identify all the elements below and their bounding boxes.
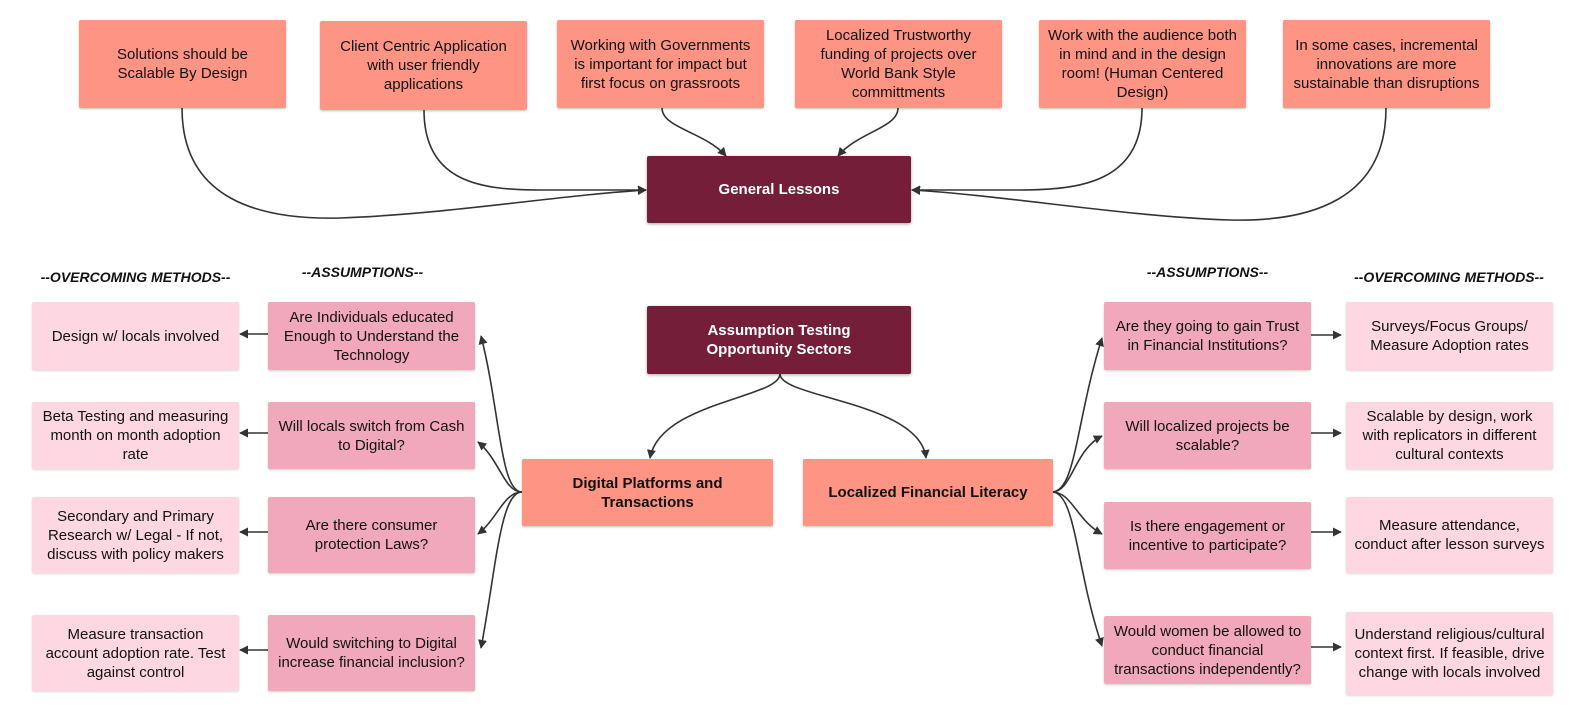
left-method-text-1: Design w/ locals involved xyxy=(51,327,220,345)
connector-left-a4 xyxy=(478,491,523,649)
left-method-4[interactable]: Measure transaction account adoption rat… xyxy=(32,615,239,691)
sector-digital-platforms-title: Digital Platforms and Transactions xyxy=(572,474,723,511)
connector-lesson-2 xyxy=(423,109,647,195)
connector-lesson-6 xyxy=(911,107,1387,221)
right-method-4[interactable]: Understand religious/cultural context fi… xyxy=(1346,612,1553,695)
right-method-3[interactable]: Measure attendance, conduct after lesson… xyxy=(1346,497,1553,573)
lesson-text-6: In some cases, incremental innovations a… xyxy=(1293,36,1480,92)
connector-left-a2 xyxy=(477,441,523,493)
connector-left-a1 xyxy=(478,335,523,493)
connector-to-left-sector xyxy=(647,373,781,459)
right-method-text-1: Surveys/Focus Groups/ Measure Adoption r… xyxy=(1370,318,1529,354)
lesson-text-2: Client Centric Application with user fri… xyxy=(340,38,507,93)
right-assumption-4[interactable]: Would women be allowed to conduct financ… xyxy=(1104,616,1311,684)
general-lessons-node[interactable]: General Lessons xyxy=(647,156,911,223)
left-method-text-3: Secondary and Primary Research w/ Legal … xyxy=(47,507,224,563)
lesson-box-2[interactable]: Client Centric Application with user fri… xyxy=(320,21,527,110)
left-assumption-text-4: Would switching to Digital increase fina… xyxy=(278,635,465,671)
connector-lesson-1 xyxy=(181,107,647,219)
right-method-2[interactable]: Scalable by design, work with replicator… xyxy=(1346,402,1553,469)
lesson-text-1: Solutions should be Scalable By Design xyxy=(117,46,248,82)
lesson-text-4: Localized Trustworthy funding of project… xyxy=(820,27,977,101)
right-assumption-text-4: Would women be allowed to conduct financ… xyxy=(1113,622,1302,678)
lesson-box-5[interactable]: Work with the audience both in mind and … xyxy=(1039,20,1246,108)
left-assumption-text-3: Are there consumer protection Laws? xyxy=(305,517,438,553)
left-method-text-4: Measure transaction account adoption rat… xyxy=(45,625,226,681)
right-assumption-text-1: Are they going to gain Trust in Financia… xyxy=(1115,318,1300,354)
left-assumption-text-1: Are Individuals educated Enough to Under… xyxy=(283,308,460,364)
assumption-testing-node[interactable]: Assumption Testing Opportunity Sectors xyxy=(647,306,911,374)
connector-right-a1 xyxy=(1051,337,1104,493)
lesson-box-3[interactable]: Working with Governments is important fo… xyxy=(557,20,764,108)
right-method-text-3: Measure attendance, conduct after lesson… xyxy=(1354,517,1545,553)
lesson-box-6[interactable]: In some cases, incremental innovations a… xyxy=(1283,20,1490,108)
connector-to-right-sector xyxy=(779,373,930,459)
connector-lesson-3 xyxy=(661,107,727,157)
connector-left-a3 xyxy=(477,491,523,535)
left-assumptions-header: --ASSUMPTIONS-- xyxy=(301,264,424,280)
left-method-1[interactable]: Design w/ locals involved xyxy=(32,302,239,370)
right-method-text-4: Understand religious/cultural context fi… xyxy=(1354,626,1545,681)
left-method-text-2: Beta Testing and measuring month on mont… xyxy=(42,408,229,463)
connector-right-a3 xyxy=(1051,491,1103,535)
left-assumption-text-2: Will locals switch from Cash to Digital? xyxy=(278,417,465,454)
left-assumption-1[interactable]: Are Individuals educated Enough to Under… xyxy=(268,302,475,370)
right-assumptions-header: --ASSUMPTIONS-- xyxy=(1146,264,1269,280)
right-assumption-1[interactable]: Are they going to gain Trust in Financia… xyxy=(1104,302,1311,370)
right-assumption-text-2: Will localized projects be scalable? xyxy=(1125,417,1290,454)
right-assumption-text-3: Is there engagement or incentive to part… xyxy=(1128,517,1287,554)
left-assumption-4[interactable]: Would switching to Digital increase fina… xyxy=(268,615,475,691)
assumption-testing-title: Assumption Testing Opportunity Sectors xyxy=(706,322,852,358)
connector-right-a2 xyxy=(1051,435,1103,493)
left-method-3[interactable]: Secondary and Primary Research w/ Legal … xyxy=(32,497,239,573)
lesson-box-1[interactable]: Solutions should be Scalable By Design xyxy=(79,20,286,108)
sector-digital-platforms[interactable]: Digital Platforms and Transactions xyxy=(522,459,773,526)
connector-lesson-4 xyxy=(837,107,899,157)
general-lessons-title: General Lessons xyxy=(718,181,840,198)
left-method-2[interactable]: Beta Testing and measuring month on mont… xyxy=(32,402,239,469)
left-methods-header: --OVERCOMING METHODS-- xyxy=(40,269,231,285)
connector-right-a4 xyxy=(1051,491,1104,647)
right-assumption-2[interactable]: Will localized projects be scalable? xyxy=(1104,402,1311,469)
left-assumption-3[interactable]: Are there consumer protection Laws? xyxy=(268,497,475,573)
sector-localized-literacy-title: Localized Financial Literacy xyxy=(828,484,1028,501)
lesson-box-4[interactable]: Localized Trustworthy funding of project… xyxy=(795,20,1002,108)
right-method-1[interactable]: Surveys/Focus Groups/ Measure Adoption r… xyxy=(1346,302,1553,370)
lesson-text-5: Work with the audience both in mind and … xyxy=(1047,27,1237,101)
right-assumption-3[interactable]: Is there engagement or incentive to part… xyxy=(1104,502,1311,569)
lesson-text-3: Working with Governments is important fo… xyxy=(570,36,751,92)
right-methods-header: --OVERCOMING METHODS-- xyxy=(1354,269,1544,285)
right-method-text-2: Scalable by design, work with replicator… xyxy=(1362,408,1537,463)
sector-localized-literacy[interactable]: Localized Financial Literacy xyxy=(803,459,1053,526)
left-assumption-2[interactable]: Will locals switch from Cash to Digital? xyxy=(268,402,475,469)
connector-lesson-5 xyxy=(911,107,1143,195)
